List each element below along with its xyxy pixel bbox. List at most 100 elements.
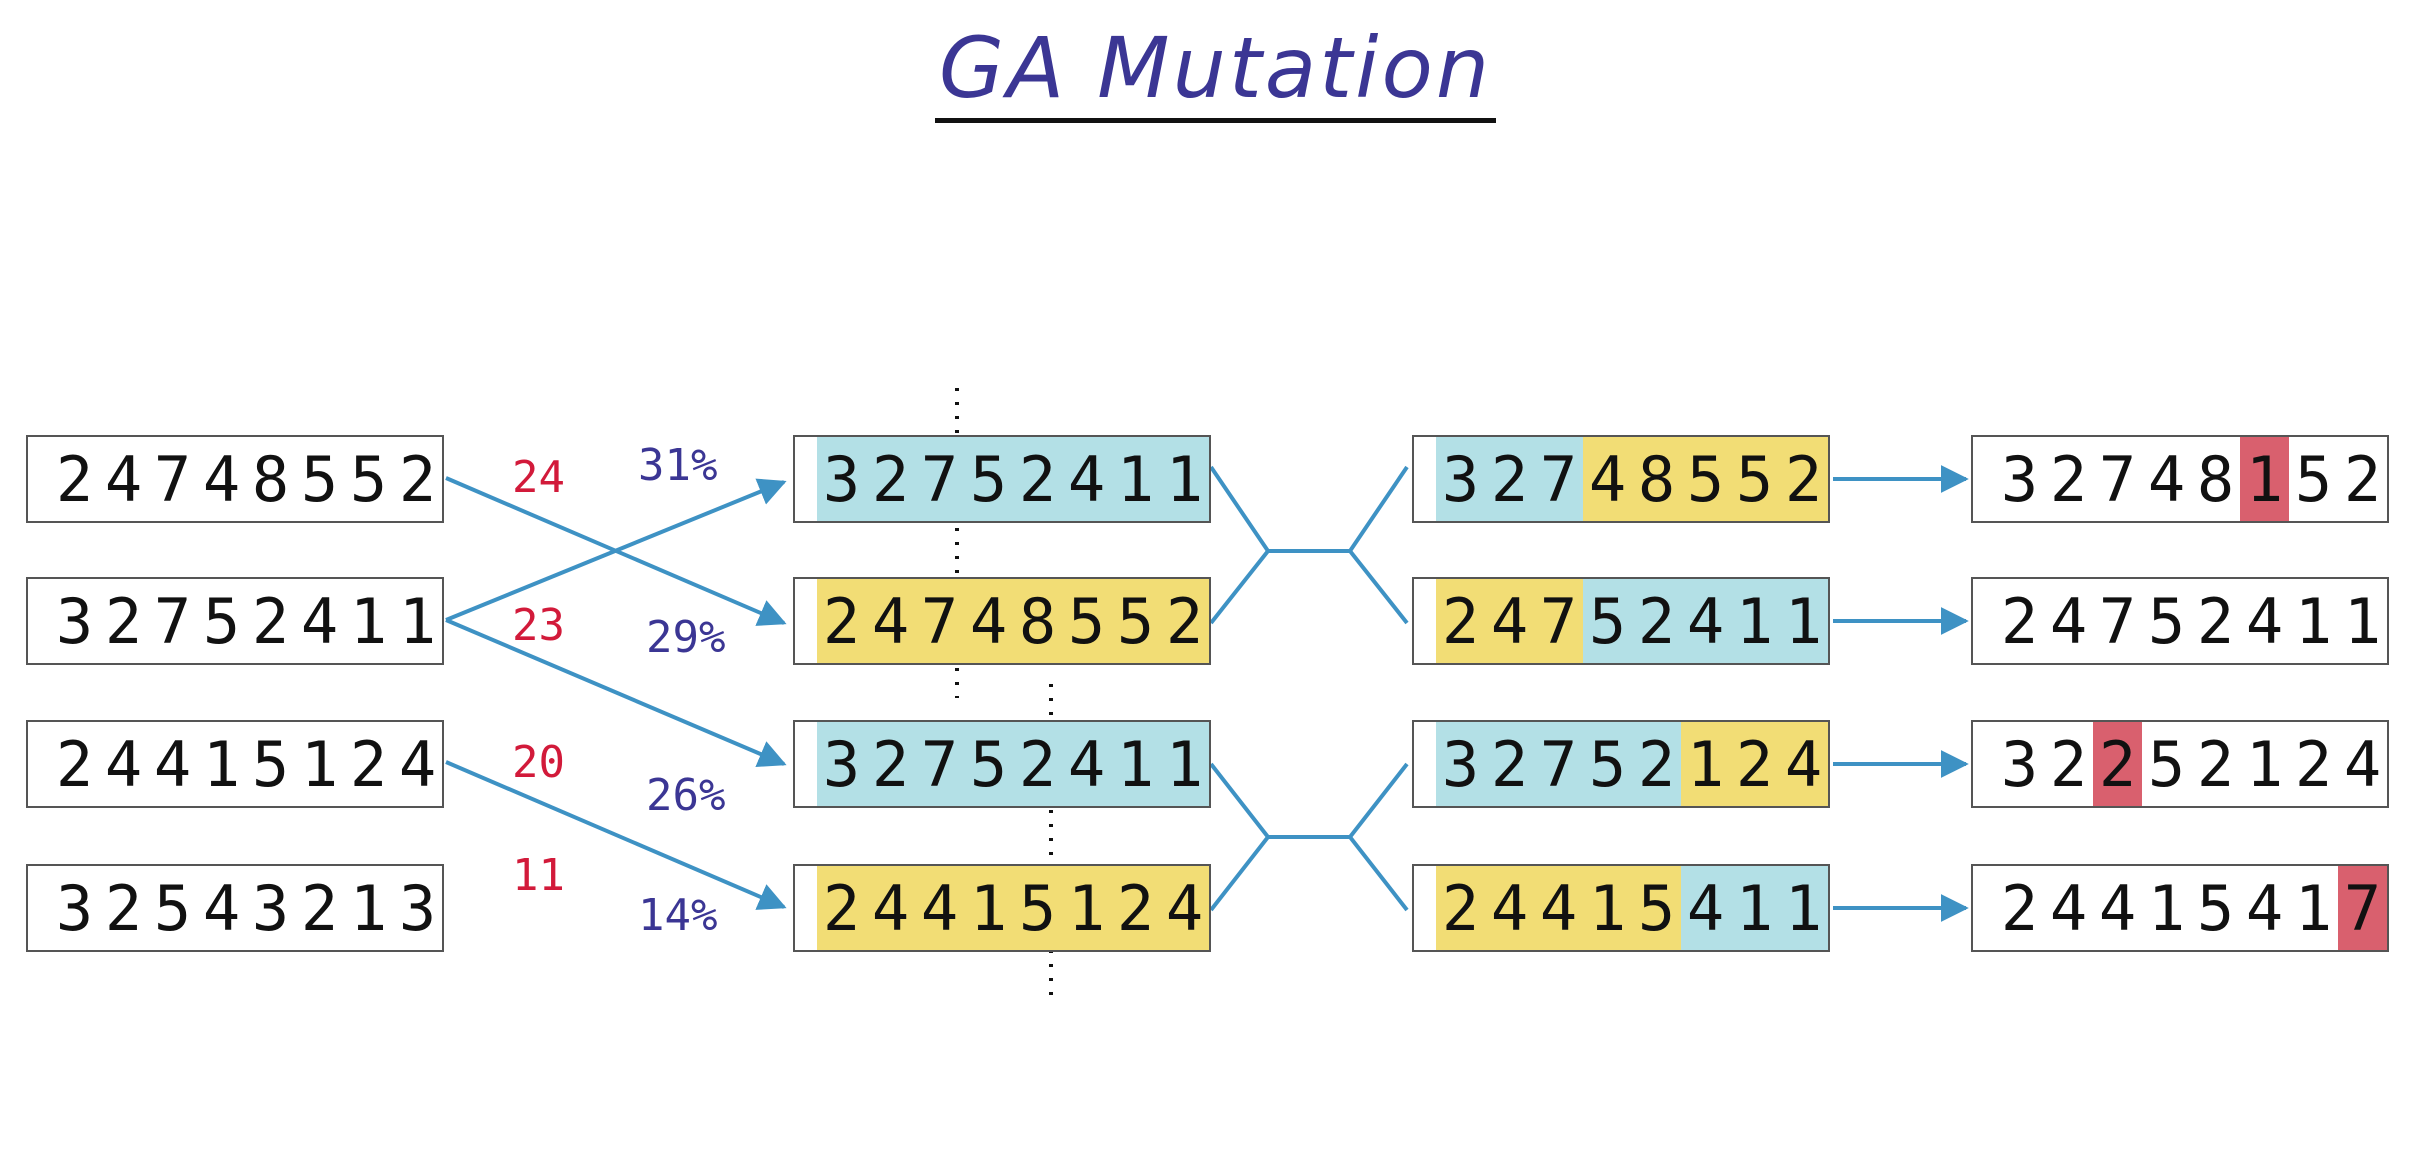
gene: 4 (1062, 437, 1111, 521)
gene: 2 (2049, 442, 2088, 516)
gene: 2 (1160, 579, 1209, 663)
gene: 4 (1681, 579, 1730, 663)
gene: 7 (915, 579, 964, 663)
gene: 3 (817, 437, 866, 521)
gene: 4 (2343, 727, 2382, 801)
gene: 4 (1062, 722, 1111, 806)
gene: 4 (1485, 866, 1534, 950)
gene: 5 (964, 722, 1013, 806)
gene: 3 (398, 871, 437, 945)
gene: 8 (251, 442, 290, 516)
gene: 7 (2098, 442, 2137, 516)
gene: 2 (1436, 579, 1485, 663)
gene: 7 (153, 442, 192, 516)
gene: 2 (398, 442, 437, 516)
gene: 1 (1111, 437, 1160, 521)
gene: 2 (1485, 722, 1534, 806)
gene: 1 (1111, 722, 1160, 806)
crossover-link (1209, 835, 1409, 912)
gene: 5 (202, 584, 241, 658)
gene: 7 (2098, 584, 2137, 658)
gene: 5 (1632, 866, 1681, 950)
gene: 5 (1111, 579, 1160, 663)
gene: 2 (300, 871, 339, 945)
gene: 4 (1534, 866, 1583, 950)
fitness-score: 24 (512, 452, 565, 503)
selection-arrow (445, 618, 787, 768)
gene: 5 (251, 727, 290, 801)
gene: 1 (202, 727, 241, 801)
gene: 1 (1062, 866, 1111, 950)
gene: 5 (964, 437, 1013, 521)
gene: 2 (866, 722, 915, 806)
gene: 4 (300, 584, 339, 658)
gene: 5 (1013, 866, 1062, 950)
gene: 4 (202, 871, 241, 945)
gene: 4 (2049, 584, 2088, 658)
gene: 2 (817, 866, 866, 950)
selection-percent: 29% (646, 612, 726, 663)
gene: 1 (349, 871, 388, 945)
gene: 8 (2196, 442, 2235, 516)
gene: 5 (1062, 579, 1111, 663)
gene: 2 (2294, 727, 2333, 801)
gene: 2 (2343, 442, 2382, 516)
gene: 4 (866, 866, 915, 950)
fitness-score: 20 (512, 737, 565, 788)
gene: 1 (1730, 579, 1779, 663)
gene: 4 (1779, 722, 1828, 806)
gene: 2 (1779, 437, 1828, 521)
gene: 4 (915, 866, 964, 950)
gene: 1 (2294, 871, 2333, 945)
gene: 2 (349, 727, 388, 801)
gene: 1 (1779, 579, 1828, 663)
fitness-score: 23 (512, 600, 565, 651)
mutated-gene: 1 (2240, 437, 2289, 521)
selection-percent: 31% (638, 440, 718, 491)
gene: 2 (1013, 722, 1062, 806)
gene: 1 (1779, 866, 1828, 950)
gene: 2 (104, 871, 143, 945)
gene: 4 (1160, 866, 1209, 950)
gene: 4 (2049, 871, 2088, 945)
gene: 5 (2294, 442, 2333, 516)
gene: 8 (1013, 579, 1062, 663)
gene: 4 (153, 727, 192, 801)
gene: 1 (1583, 866, 1632, 950)
mutated-gene: 7 (2338, 866, 2387, 950)
gene: 1 (964, 866, 1013, 950)
gene: 4 (2147, 442, 2186, 516)
gene: 7 (153, 584, 192, 658)
fitness-score: 11 (512, 850, 565, 901)
gene: 4 (104, 442, 143, 516)
gene: 2 (55, 442, 94, 516)
gene: 4 (104, 727, 143, 801)
gene: 4 (2245, 871, 2284, 945)
gene: 2 (2000, 584, 2039, 658)
gene: 3 (817, 722, 866, 806)
gene: 7 (1534, 722, 1583, 806)
selection-percent: 14% (638, 890, 718, 941)
diagram-title: GA Mutation (0, 18, 2431, 123)
gene: 3 (55, 584, 94, 658)
gene: 8 (1632, 437, 1681, 521)
gene: 4 (2098, 871, 2137, 945)
gene: 1 (2147, 871, 2186, 945)
gene: 5 (349, 442, 388, 516)
gene: 2 (1485, 437, 1534, 521)
gene: 1 (1730, 866, 1779, 950)
gene: 1 (2294, 584, 2333, 658)
gene: 1 (1681, 722, 1730, 806)
